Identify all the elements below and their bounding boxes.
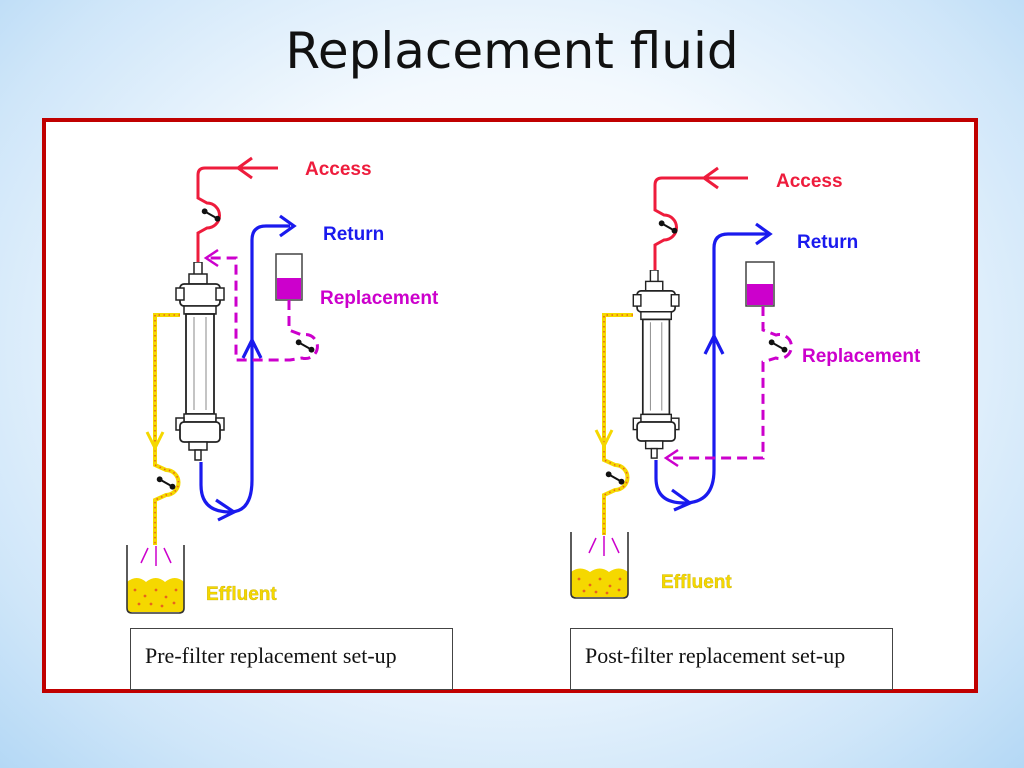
effluent-dots-fill-post (577, 577, 622, 595)
effluent-dots-pre (154, 314, 180, 545)
post-filter-diagram: Access Return Replacement (570, 166, 921, 599)
caption-pre: Pre-filter replacement set-up (130, 628, 453, 690)
slide-title: Replacement fluid (285, 22, 739, 80)
return-arrow-bottom-post (671, 488, 694, 512)
effluent-line-post (602, 313, 633, 535)
effluent-fluid-post (571, 568, 628, 597)
return-arrow-top-pre (279, 214, 297, 238)
access-label-pre: Access (305, 159, 372, 180)
effluent-dots-fill-pre (133, 588, 178, 608)
access-arrow-pre (235, 156, 253, 180)
effluent-pump-post (605, 470, 626, 486)
pre-filter-diagram: Access Return Replacement (126, 156, 439, 614)
return-line-pre (199, 224, 290, 514)
return-arrow-mid-post (703, 332, 725, 355)
replacement-line-post (668, 306, 793, 460)
return-label-pre: Return (323, 224, 384, 245)
effluent-container-post (570, 532, 629, 599)
replacement-pump-pre (295, 338, 316, 354)
effluent-label-post: Effluent (661, 572, 732, 593)
effluent-container-pre (126, 545, 185, 614)
replacement-label-pre: Replacement (320, 288, 439, 309)
replacement-fluid-post (747, 284, 773, 305)
return-arrow-mid-pre (241, 336, 263, 359)
access-arrow-post (701, 166, 719, 190)
replacement-arrow-pre (203, 248, 219, 268)
effluent-drops-post (588, 536, 620, 556)
effluent-pump-pre (156, 475, 177, 491)
filter-post (632, 270, 680, 460)
effluent-arrow-pre (145, 431, 165, 452)
effluent-arrow-post (594, 429, 614, 450)
access-line-post (653, 176, 748, 275)
effluent-fluid-pre (127, 578, 184, 612)
return-arrow-top-post (755, 222, 773, 246)
effluent-label-pre: Effluent (206, 584, 277, 605)
filter-pre (175, 262, 225, 461)
access-label-post: Access (776, 171, 843, 192)
return-label-post: Return (797, 232, 858, 253)
access-line-pre (196, 166, 278, 262)
replacement-fluid-pre (277, 278, 301, 299)
return-arrow-bottom-pre (215, 498, 238, 522)
replacement-arrow-post (663, 448, 679, 468)
replacement-label-post: Replacement (802, 346, 921, 367)
replacement-pump-post (768, 338, 789, 354)
return-line-post (654, 232, 768, 505)
replacement-line-pre (208, 256, 319, 362)
effluent-drops-pre (140, 546, 172, 566)
effluent-dots-post (603, 314, 633, 535)
caption-post: Post-filter replacement set-up (570, 628, 893, 690)
